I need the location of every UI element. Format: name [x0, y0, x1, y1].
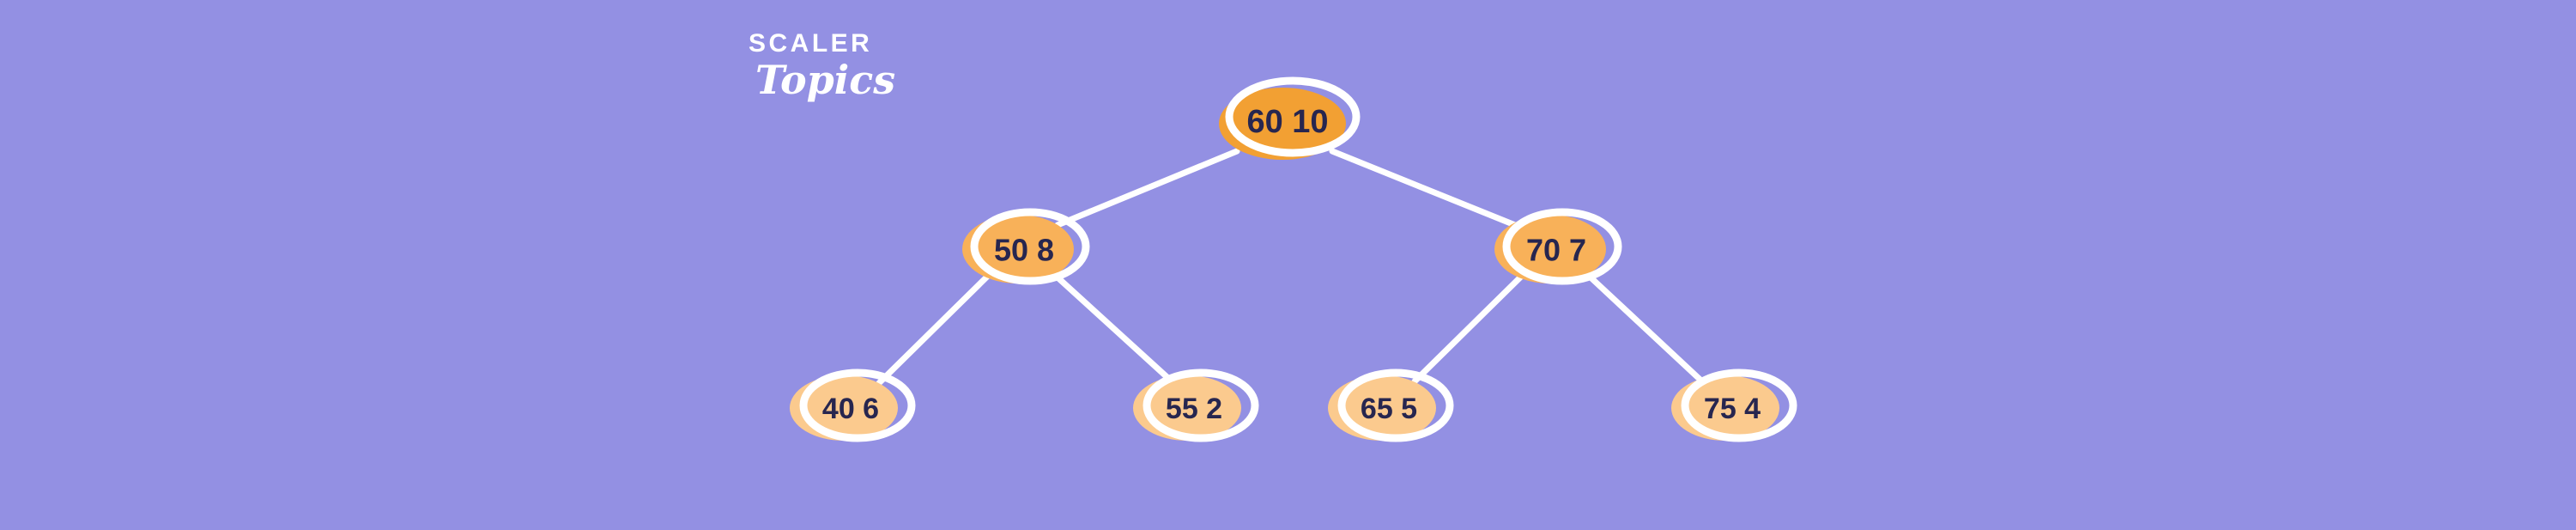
tree-node-50[interactable]: 50 8: [962, 208, 1090, 285]
tree-edge-n60-n70: [1329, 148, 1518, 228]
tree-edge-n60-n50: [1054, 148, 1240, 228]
node-label-65: 65 5: [1361, 393, 1417, 425]
node-ring-50: [970, 208, 1090, 285]
tree-nodes: 60 10 50 8 70 7 40 6 55 2 65 5 75 4: [790, 76, 1797, 442]
node-label-55: 55 2: [1166, 393, 1222, 425]
node-ring-70: [1502, 208, 1622, 285]
tree-edge-n50-n55: [1053, 273, 1174, 384]
node-ring-75: [1681, 369, 1797, 442]
node-label-70: 70 7: [1526, 233, 1586, 268]
node-ring-40: [799, 369, 916, 442]
tree-edge-n70-n75: [1586, 273, 1706, 386]
node-label-75: 75 4: [1704, 393, 1761, 425]
node-label-60: 60 10: [1246, 104, 1328, 140]
tree-node-55[interactable]: 55 2: [1133, 369, 1259, 442]
node-ring-60: [1225, 76, 1361, 157]
node-ring-55: [1143, 369, 1259, 442]
brand-wordmark: SCALER: [749, 29, 873, 58]
tree-node-75[interactable]: 75 4: [1671, 369, 1797, 442]
tree-node-70[interactable]: 70 7: [1494, 208, 1622, 285]
tree-edge-n50-n40: [876, 273, 991, 387]
brand-script-text: Topics: [755, 57, 896, 103]
tree-edges: [876, 148, 1706, 387]
tree-node-40[interactable]: 40 6: [790, 369, 916, 442]
tree-node-65[interactable]: 65 5: [1328, 369, 1454, 442]
node-label-40: 40 6: [822, 393, 879, 425]
node-ring-65: [1337, 369, 1454, 442]
scaler-topics-logo: SCALER Topics: [749, 31, 946, 113]
tree-edge-n70-n65: [1411, 273, 1524, 385]
node-label-50: 50 8: [994, 233, 1054, 268]
tree-node-60[interactable]: 60 10: [1219, 76, 1361, 160]
